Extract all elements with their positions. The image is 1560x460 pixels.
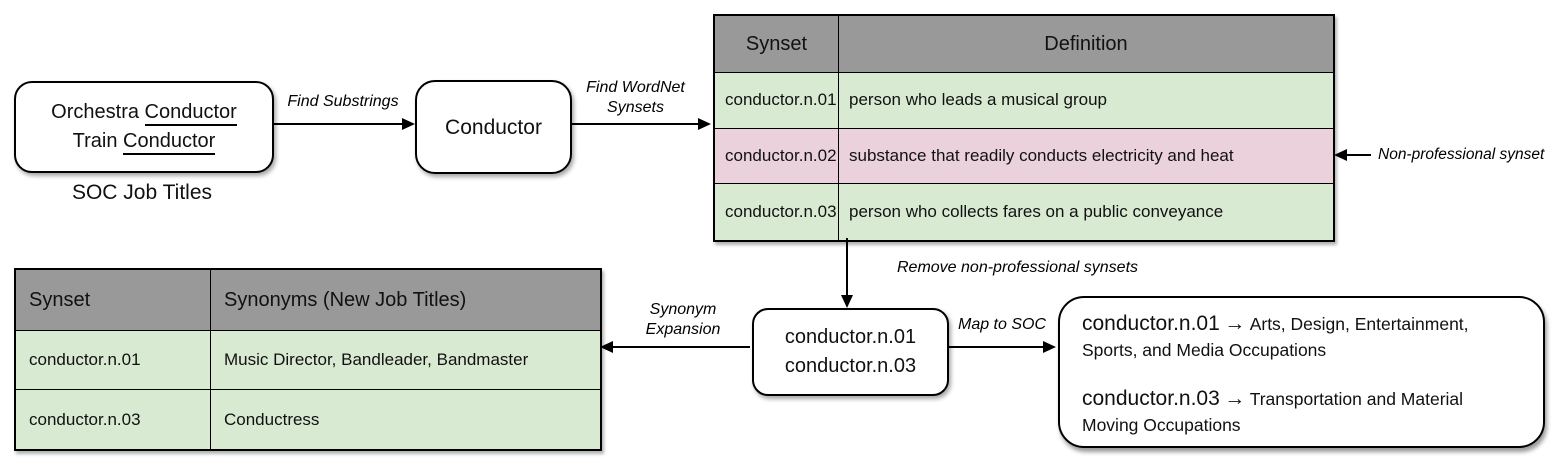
soc-job-titles-caption: SOC Job Titles bbox=[71, 181, 213, 204]
synonyms-row2-synonyms: Conductress bbox=[211, 390, 600, 449]
mapping2-arrow-glyph: → bbox=[1224, 387, 1246, 410]
wordnet-row2-definition: substance that readily conducts electric… bbox=[839, 128, 1333, 185]
wordnet-table-header-synset: Synset bbox=[715, 16, 839, 73]
synonyms-table-header-synonyms: Synonyms (New Job Titles) bbox=[211, 270, 600, 331]
wordnet-table-header-definition: Definition bbox=[839, 16, 1333, 73]
synonym-expansion-line2: Expansion bbox=[645, 321, 721, 338]
wordnet-row3-synset: conductor.n.03 bbox=[715, 184, 839, 240]
map-to-soc-label: Map to SOC bbox=[957, 316, 1047, 333]
mapping1-synset: conductor.n.01 bbox=[1082, 312, 1220, 335]
synonyms-row2-synset: conductor.n.03 bbox=[16, 390, 211, 449]
soc-mapping-box: conductor.n.01 → Arts, Design, Entertain… bbox=[1058, 296, 1545, 448]
soc-mapping-item-2: conductor.n.03 → Transportation and Mate… bbox=[1082, 386, 1523, 439]
job-title-1-prefix: Orchestra bbox=[51, 101, 145, 123]
wordnet-row3-definition: person who collects fares on a public co… bbox=[839, 184, 1333, 240]
filtered-synsets-box: conductor.n.01 conductor.n.03 bbox=[752, 308, 949, 396]
mapping1-occupation: Arts, Design, Entertainment, Sports, and… bbox=[1082, 314, 1469, 360]
job-title-1-substring: Conductor bbox=[144, 101, 237, 126]
filtered-synset-2: conductor.n.03 bbox=[784, 355, 917, 377]
synonym-expansion-line1: Synonym bbox=[649, 301, 717, 318]
remove-non-professional-label: Remove non-professional synsets bbox=[897, 259, 1139, 276]
non-professional-synset-label: Non-professional synset bbox=[1378, 146, 1545, 163]
find-wordnet-synsets-label: Find WordNet Synsets bbox=[563, 78, 708, 118]
wordnet-row1-synset: conductor.n.01 bbox=[715, 73, 839, 129]
mapping2-synset: conductor.n.03 bbox=[1082, 387, 1220, 410]
find-wordnet-line1: Find WordNet bbox=[586, 79, 685, 96]
wordnet-row2-synset: conductor.n.02 bbox=[715, 128, 839, 185]
job-title-2-prefix: Train bbox=[72, 130, 124, 152]
wordnet-row1-definition: person who leads a musical group bbox=[839, 73, 1333, 129]
find-substrings-label: Find Substrings bbox=[287, 93, 399, 110]
conductor-box: Conductor bbox=[415, 80, 572, 174]
find-wordnet-line2: Synsets bbox=[607, 99, 664, 116]
synonym-expansion-label: Synonym Expansion bbox=[626, 300, 740, 340]
synonyms-row1-synonyms: Music Director, Bandleader, Bandmaster bbox=[211, 331, 600, 390]
soc-mapping-item-1: conductor.n.01 → Arts, Design, Entertain… bbox=[1082, 311, 1523, 364]
synonyms-row1-synset: conductor.n.01 bbox=[16, 331, 211, 390]
conductor-label: Conductor bbox=[445, 115, 542, 139]
wordnet-synsets-table: Synset Definition conductor.n.01 person … bbox=[713, 14, 1335, 242]
job-title-line-1: Orchestra Conductor bbox=[51, 98, 237, 127]
soc-job-titles-box: Orchestra Conductor Train Conductor bbox=[14, 81, 274, 173]
synonyms-table-header-synset: Synset bbox=[16, 270, 211, 331]
job-title-line-2: Train Conductor bbox=[73, 127, 216, 156]
synonyms-table: Synset Synonyms (New Job Titles) conduct… bbox=[14, 268, 602, 451]
mapping2-occupation: Transportation and Material Moving Occup… bbox=[1082, 389, 1464, 435]
mapping1-arrow-glyph: → bbox=[1224, 312, 1246, 335]
filtered-synset-1: conductor.n.01 bbox=[784, 326, 917, 348]
job-title-2-substring: Conductor bbox=[123, 130, 216, 155]
